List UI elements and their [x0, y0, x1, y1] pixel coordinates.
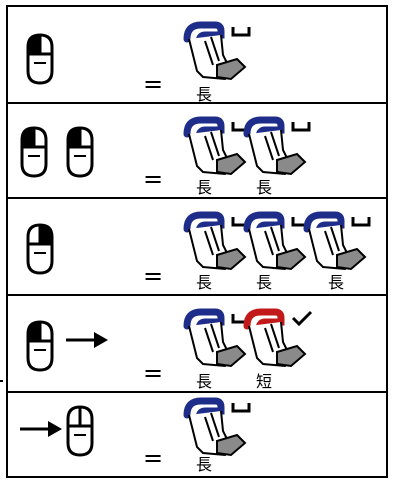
press-duration-label: 長: [256, 178, 273, 197]
equals-sign: =: [143, 444, 164, 472]
press-duration-label: 長: [256, 273, 273, 292]
row-pointer-tick: [0, 380, 3, 382]
press-duration-label: 長: [196, 455, 213, 474]
finger-press-icon: [243, 308, 313, 368]
finger-press-icon: [183, 308, 251, 368]
arrow-icon: [66, 332, 108, 348]
gesture-row-4: = 長 短: [8, 296, 386, 393]
mouse-icon: [20, 126, 48, 178]
press-duration-label: 長: [196, 178, 213, 197]
mouse-icon: [26, 320, 54, 372]
mouse-icon: [66, 405, 94, 457]
finger-press-icon: [183, 397, 251, 457]
press-duration-label: 長: [328, 273, 345, 292]
finger-press-icon: [183, 116, 251, 176]
finger-press-icon: [183, 211, 251, 271]
gesture-table: = 長 =: [6, 5, 388, 478]
finger-press-icon: [303, 211, 371, 271]
gesture-row-5: = 長: [8, 393, 386, 476]
equals-sign: =: [143, 70, 164, 98]
finger-press-icon: [183, 21, 251, 81]
mouse-icon: [66, 126, 94, 178]
press-duration-label: 長: [196, 85, 213, 104]
gesture-row-3: = 長 長 長: [8, 199, 386, 296]
finger-press-icon: [243, 116, 311, 176]
equals-sign: =: [143, 262, 164, 290]
gesture-row-1: = 長: [8, 7, 386, 104]
arrow-icon: [20, 421, 62, 437]
press-duration-label: 長: [196, 273, 213, 292]
mouse-icon: [26, 33, 54, 85]
equals-sign: =: [143, 165, 164, 193]
gesture-row-2: = 長 長: [8, 104, 386, 199]
press-duration-label: 短: [256, 372, 273, 391]
equals-sign: =: [143, 359, 164, 387]
mouse-icon: [26, 223, 54, 275]
press-duration-label: 長: [196, 372, 213, 391]
